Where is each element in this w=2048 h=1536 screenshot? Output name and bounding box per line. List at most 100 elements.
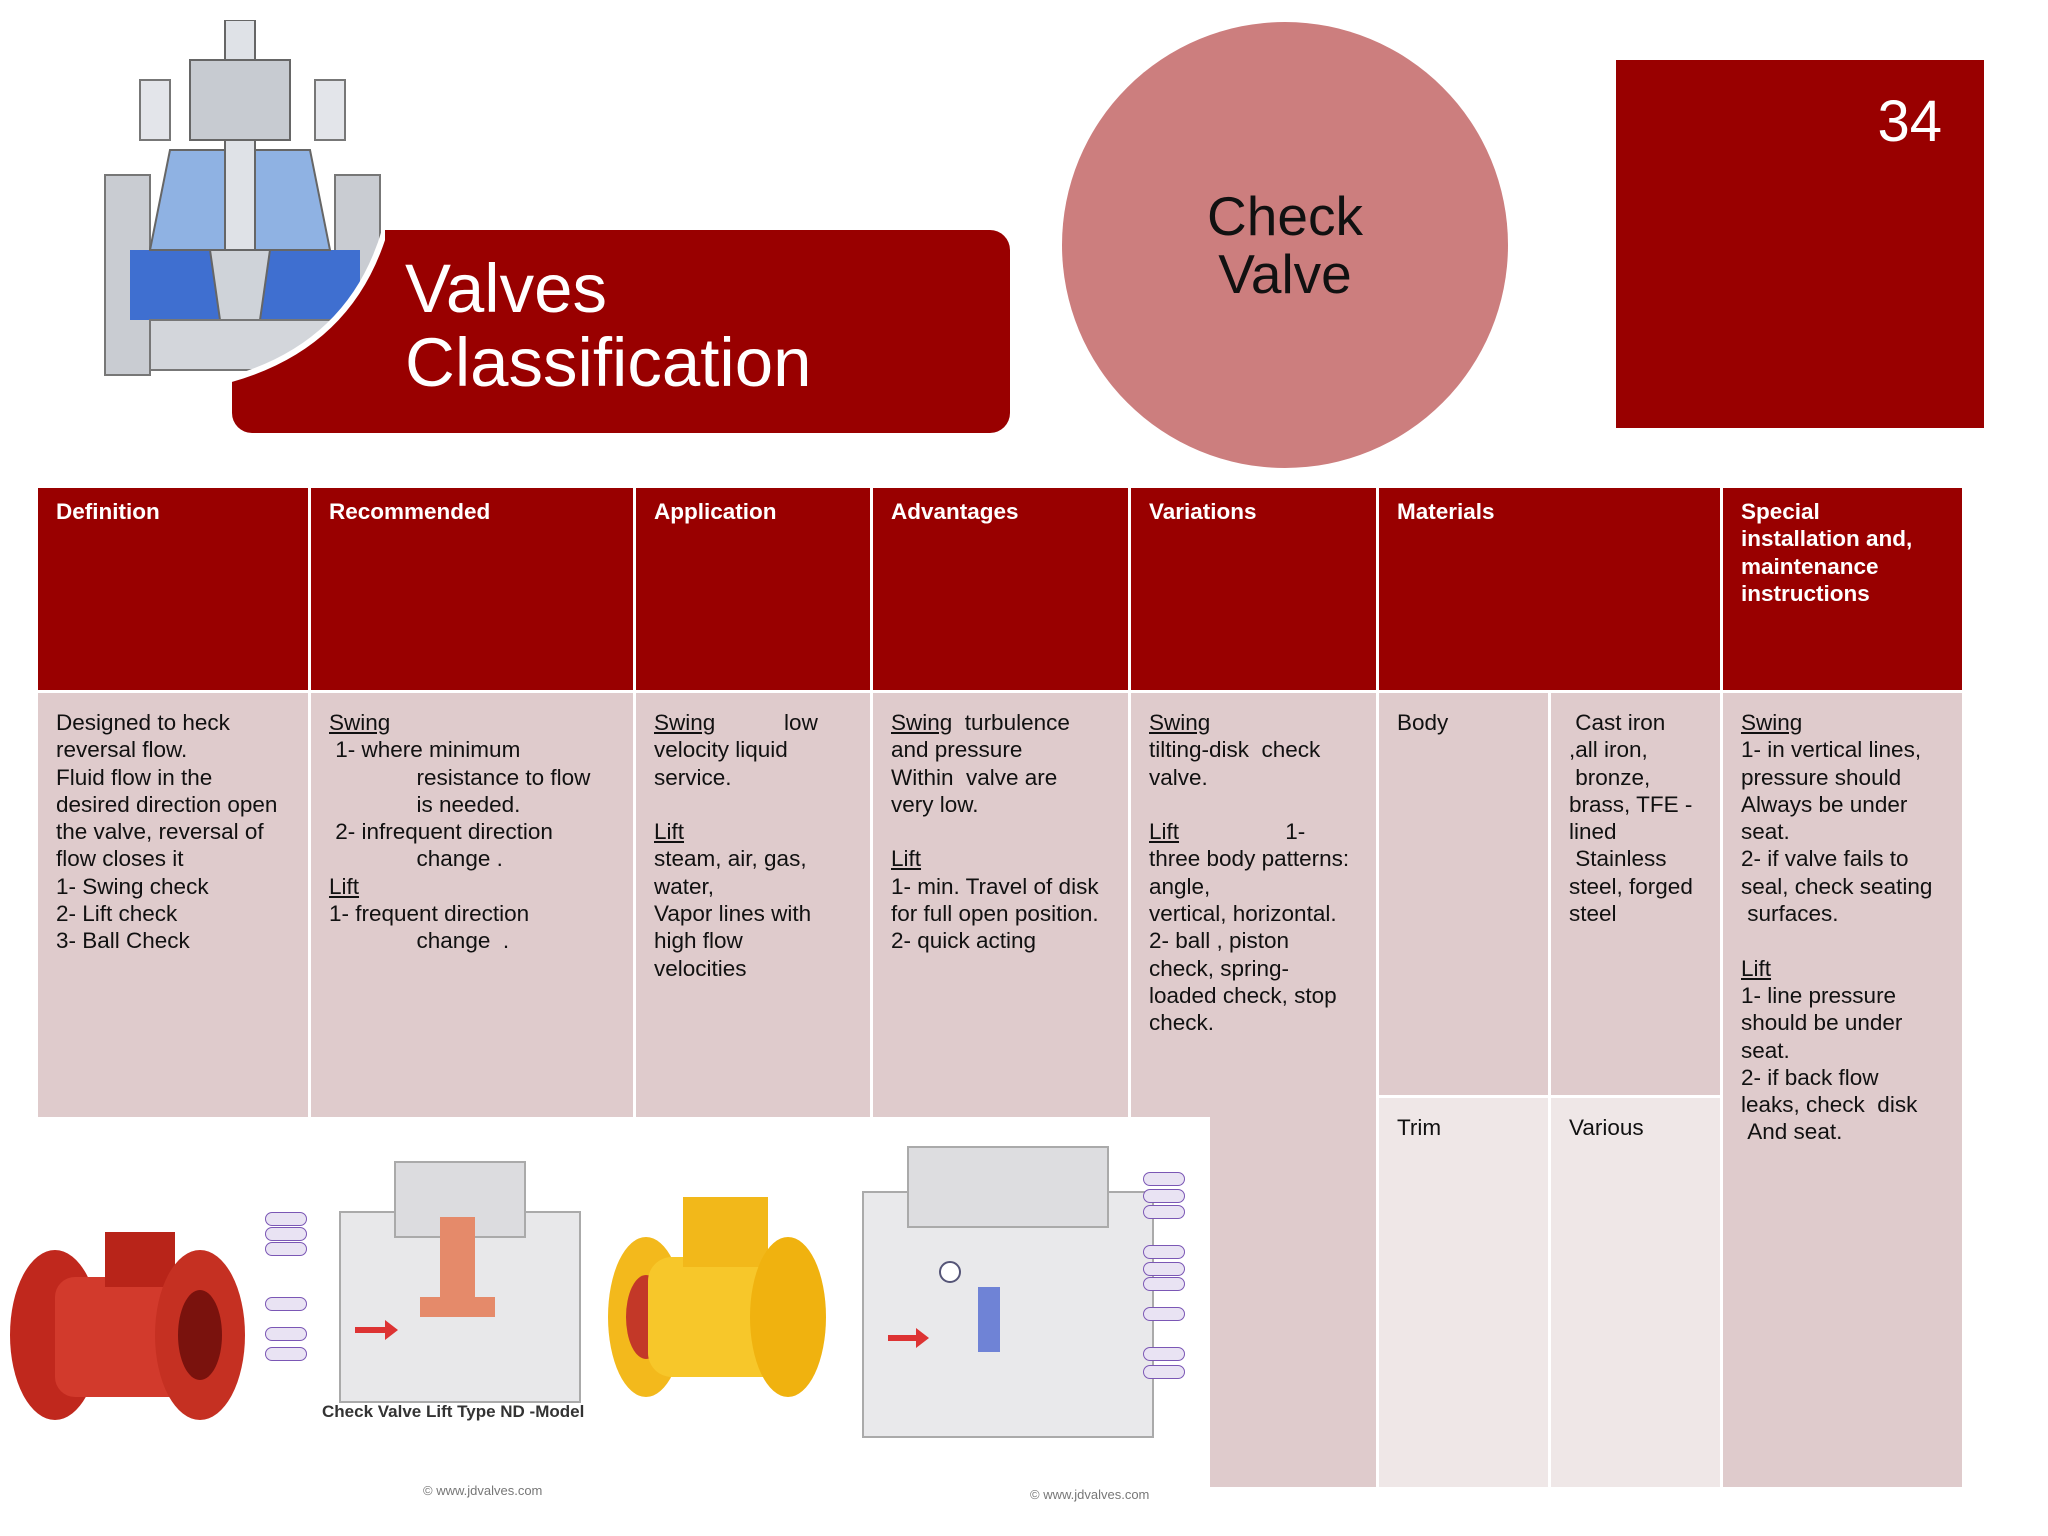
lift-check-valve-photo: Check Valve Lift Type ND -Model © www.jd… (0, 1117, 598, 1517)
cell-line: velocity liquid (654, 737, 788, 763)
part-tag (1143, 1172, 1185, 1186)
cell-line: leaks, check disk (1741, 1092, 1918, 1118)
cell-line: seal, check seating (1741, 873, 1933, 899)
cell-line: And seat. (1741, 1119, 1843, 1145)
header-advantages: Advantages (870, 485, 1131, 693)
valve-cutaway-illustration (100, 20, 385, 382)
header-application: Application (633, 485, 873, 693)
part-tag (1143, 1365, 1185, 1379)
cell-line: steam, air, gas, (654, 846, 807, 872)
cell-line: lined (1569, 819, 1617, 845)
cell-line: Stainless (1569, 846, 1667, 872)
cell-line: reversal flow. (56, 737, 188, 763)
swing-check-valve-photo: © www.jdvalves.com (598, 1117, 1210, 1517)
cell-line: three body patterns: (1149, 846, 1350, 872)
part-tag (265, 1227, 307, 1241)
cell-line: vertical, horizontal. (1149, 901, 1337, 927)
cell-line: and pressure (891, 737, 1023, 763)
page-number-box: 34 (1616, 60, 1984, 428)
part-tag (265, 1242, 307, 1256)
cell-materials-trim-label: Trim (1376, 1095, 1551, 1490)
part-tag (1143, 1347, 1185, 1361)
cell-line: 3- Ball Check (56, 928, 190, 954)
cell-line: change . (329, 846, 503, 872)
cell-line: 2- quick acting (891, 928, 1037, 954)
part-tag (1143, 1205, 1185, 1219)
cell-line: steel (1569, 901, 1617, 927)
cell-line: 1- in vertical lines, (1741, 737, 1922, 763)
cell-line: bronze, (1569, 764, 1651, 790)
cell-line: Swing (329, 710, 391, 735)
cell-line: Cast iron (1569, 710, 1666, 735)
part-tag (1143, 1277, 1185, 1291)
cell-line: steel, forged (1569, 873, 1693, 899)
photo-caption: Check Valve Lift Type ND -Model (322, 1402, 585, 1421)
cell-line: Lift (1741, 955, 1772, 981)
cell-line (654, 791, 852, 818)
cell-line: Fluid flow in the (56, 764, 213, 790)
part-tag (1143, 1262, 1185, 1276)
cell-line: change . (329, 928, 510, 954)
part-tag (1143, 1245, 1185, 1259)
cell-line: resistance to flow (329, 764, 591, 790)
cell-line: Vapor lines with (654, 901, 812, 927)
lift-check-valve-drawing (10, 1161, 581, 1420)
cell-materials-body-label: Body (1376, 690, 1551, 1098)
photo-watermark: © www.jdvalves.com (423, 1483, 543, 1498)
topic-circle: Check Valve (1062, 22, 1508, 468)
cell-line: the valve, reversal of (56, 819, 264, 845)
part-tag (265, 1347, 307, 1361)
cell-line: service. (654, 764, 732, 790)
topic-label: Check Valve (1207, 185, 1363, 305)
cell-line: very low. (891, 791, 979, 817)
cell-line: 1- frequent direction (329, 901, 530, 927)
header-special: Special installation and, maintenance in… (1720, 485, 1965, 693)
cell-line: 2- infrequent direction (329, 819, 553, 845)
cell-line: 2- ball , piston (1149, 928, 1290, 954)
header-variations: Variations (1128, 485, 1379, 693)
photo-watermark: © www.jdvalves.com (1030, 1487, 1150, 1502)
table-row: Trim Various (37, 1095, 1964, 1490)
cell-line: 1- where minimum (329, 737, 521, 763)
page-title: Valves Classification (405, 250, 812, 401)
cell-materials-body-value: Cast iron,all iron, bronze,brass, TFE -l… (1548, 690, 1723, 1098)
cell-line: velocities (654, 955, 747, 981)
cell-line: seat. (1741, 1037, 1790, 1063)
cell-line: check. (1149, 1010, 1215, 1036)
cell-line: tilting-disk check (1149, 737, 1321, 763)
cell-line: 2- if valve fails to (1741, 846, 1909, 872)
cell-line: angle, (1149, 873, 1211, 899)
cell-line: for full open position. (891, 901, 1099, 927)
cell-line: Lift (329, 873, 360, 899)
part-tag (1143, 1189, 1185, 1203)
cell-line: seat. (1741, 819, 1790, 845)
cell-materials-trim-value: Various (1548, 1095, 1723, 1490)
cell-line: should be under (1741, 1010, 1903, 1036)
page-number: 34 (1877, 89, 1942, 154)
header-recommended: Recommended (308, 485, 636, 693)
cell-line: Always be under (1741, 791, 1908, 817)
cell-line: Within valve are (891, 764, 1058, 790)
cell-line: flow closes it (56, 846, 184, 872)
cell-line: 1- line pressure (1741, 982, 1897, 1008)
part-tag (265, 1212, 307, 1226)
cell-line: check, spring- (1149, 955, 1290, 981)
cell-line: Lift (891, 846, 922, 872)
cell-line: water, (654, 873, 715, 899)
cell-line: 1- Swing check (56, 873, 209, 899)
cell-line: desired direction open (56, 791, 278, 817)
cell-line: Designed to heck (56, 710, 230, 735)
cell-line: brass, TFE - (1569, 791, 1693, 817)
part-tag (265, 1297, 307, 1311)
header-definition: Definition (35, 485, 311, 693)
cell-line: Lift (654, 819, 685, 845)
cell-line: pressure should (1741, 764, 1902, 790)
part-tag (1143, 1307, 1185, 1321)
cell-line: Swing (1741, 710, 1803, 735)
cell-line: Swing (1149, 710, 1211, 735)
cell-line: Swing low (654, 710, 818, 735)
cell-line: loaded check, stop (1149, 982, 1337, 1008)
header-materials: Materials (1376, 485, 1723, 693)
